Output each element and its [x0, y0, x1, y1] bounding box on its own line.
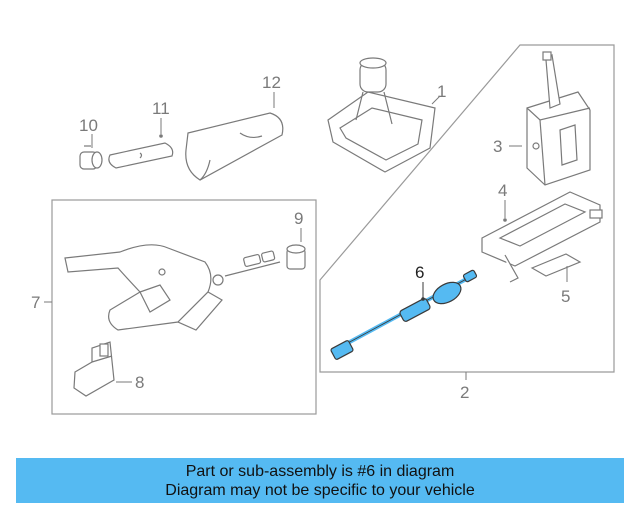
banner-line-2: Diagram may not be specific to your vehi…: [165, 481, 475, 499]
part-12-handle-cover[interactable]: [185, 112, 284, 181]
leader-dot-11: [159, 134, 163, 138]
banner-line-1: Part or sub-assembly is #6 in diagram: [185, 462, 455, 480]
part-3-shifter-mechanism[interactable]: [526, 51, 591, 186]
callout-1: 1: [437, 82, 446, 101]
callout-6: 6: [415, 263, 424, 282]
callout-2: 2: [460, 383, 469, 402]
part-6-shift-cable[interactable]: [330, 269, 478, 360]
callout-11: 11: [152, 99, 170, 118]
callout-8: 8: [135, 373, 144, 392]
part-11-grip[interactable]: [108, 142, 174, 169]
part-8-bracket[interactable]: [73, 341, 115, 397]
callout-5: 5: [561, 287, 570, 306]
frame-part-7: [51, 199, 317, 415]
leader-dot-4: [503, 218, 507, 222]
callout-3: 3: [493, 137, 502, 156]
callout-7: 7: [31, 293, 40, 312]
leader-dot-6: [421, 297, 425, 301]
part-9-bushing[interactable]: [286, 244, 306, 270]
leader-1: [431, 95, 441, 105]
callout-12: 12: [262, 73, 281, 92]
frame-part-2: [319, 44, 615, 373]
part-4-shifter-base[interactable]: [481, 191, 603, 283]
part-10-cap[interactable]: [79, 145, 103, 170]
callout-9: 9: [294, 209, 303, 228]
part-7-parking-brake-lever[interactable]: [64, 244, 281, 331]
part-5-plate[interactable]: [530, 253, 582, 277]
part-1-shift-boot[interactable]: [327, 57, 436, 173]
callout-10: 10: [79, 116, 98, 135]
callout-4: 4: [498, 181, 507, 200]
info-banner: Part or sub-assembly is #6 in diagram Di…: [16, 458, 624, 503]
